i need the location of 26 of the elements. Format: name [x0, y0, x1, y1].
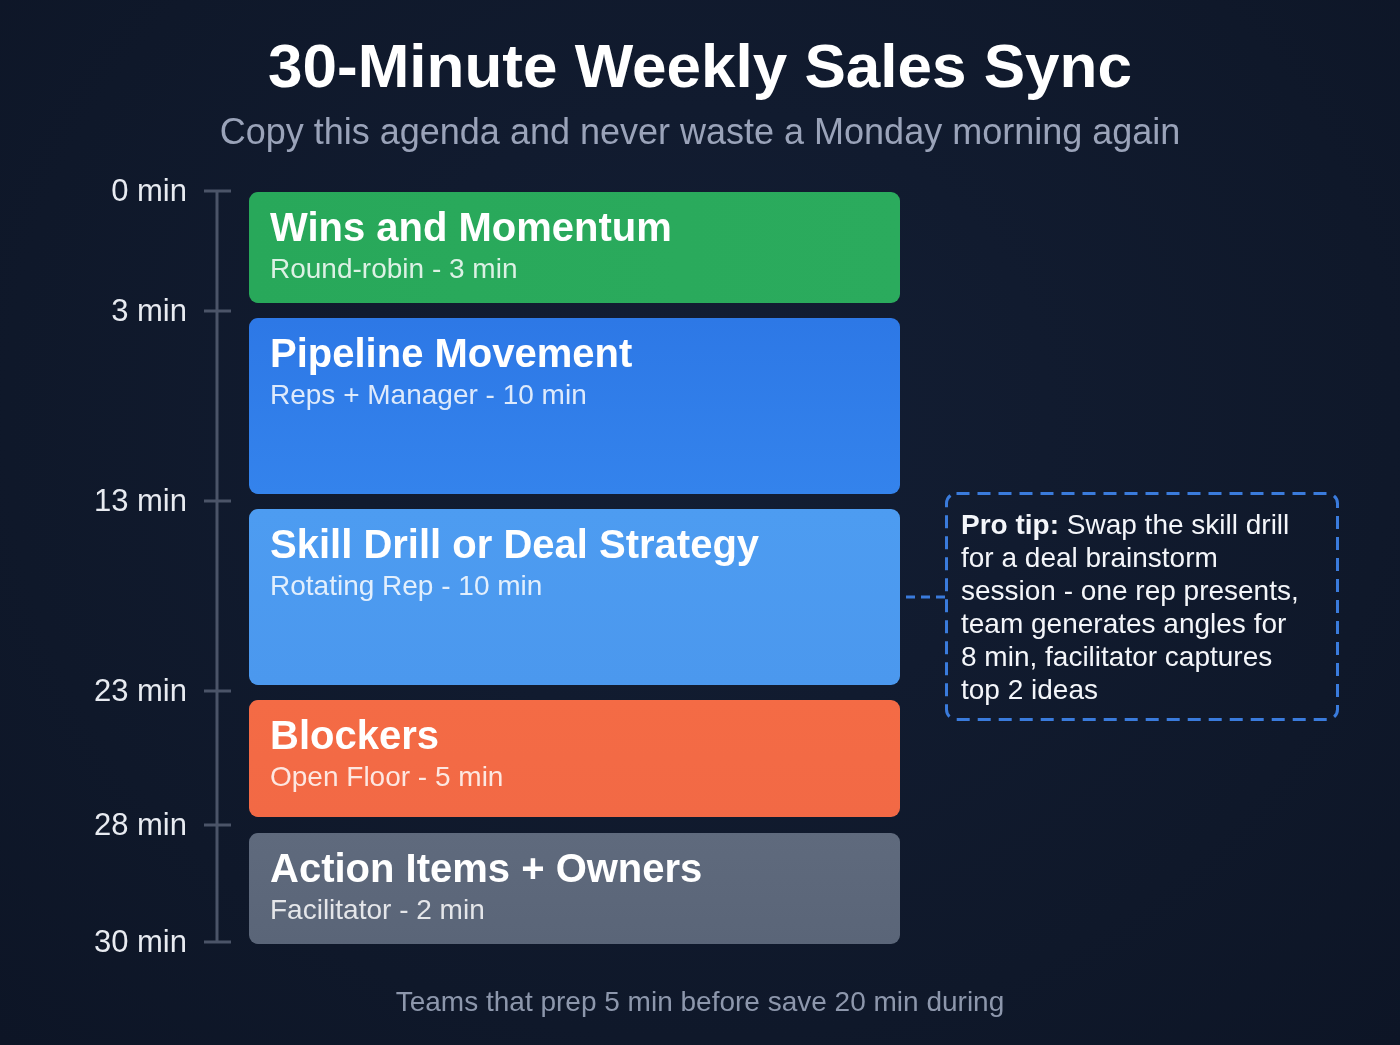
block-subtitle: Round-robin - 3 min: [270, 252, 518, 286]
tick-label: 3 min: [111, 293, 187, 329]
block-title: Skill Drill or Deal Strategy: [270, 521, 760, 568]
block-title: Action Items + Owners: [270, 845, 703, 892]
tick-label: 0 min: [111, 173, 187, 209]
subtitle: Copy this agenda and never waste a Monday morning again: [219, 111, 1181, 153]
agenda-block: [249, 509, 900, 685]
agenda-block: [249, 318, 900, 494]
block-subtitle: Rotating Rep - 10 min: [270, 569, 543, 603]
agenda-block: [249, 700, 900, 817]
agenda-block: [249, 192, 900, 303]
tip-text: Pro tip: Swap the skill drill for a deal brainstorm session - one rep presents, team generates angles for 8 min, facilitator captures top 2 ideas: [961, 508, 1300, 706]
block-title: Wins and Momentum: [270, 204, 672, 251]
agenda-block: [249, 833, 900, 944]
block-title: Pipeline Movement: [270, 330, 633, 377]
block-subtitle: Facilitator - 2 min: [270, 893, 485, 927]
block-title: Blockers: [270, 712, 439, 759]
footnote: Teams that prep 5 min before save 20 min during: [395, 985, 1005, 1019]
tick-label: 28 min: [93, 807, 187, 843]
tip-box: [945, 492, 1339, 721]
block-subtitle: Open Floor - 5 min: [270, 760, 504, 794]
title: 30-Minute Weekly Sales Sync: [268, 32, 1132, 101]
block-subtitle: Reps + Manager - 10 min: [270, 378, 587, 412]
tick-label: 13 min: [93, 483, 187, 519]
tick-label: 30 min: [93, 924, 187, 960]
tick-label: 23 min: [93, 673, 187, 709]
